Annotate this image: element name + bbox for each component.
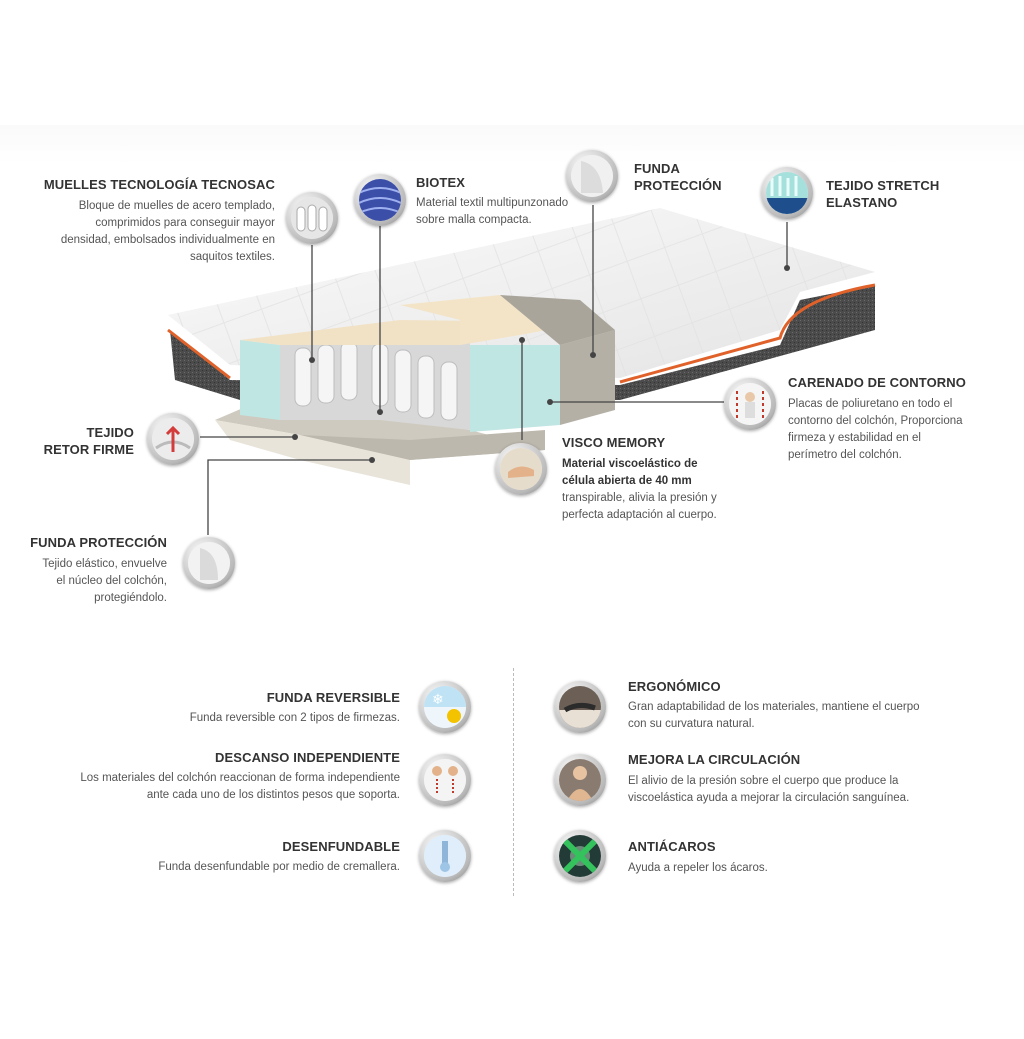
retor-badge-icon	[147, 413, 199, 465]
feature-ergonomico-text: Gran adaptabilidad de los materiales, ma…	[628, 701, 920, 730]
orange-piping	[167, 283, 876, 384]
visco-badge-icon	[495, 443, 547, 495]
snowflake-sun-icon: ❄	[419, 681, 471, 733]
carenado-title: CARENADO DE CONTORNO	[788, 375, 966, 390]
feature-desenfundable-title: DESENFUNDABLE	[282, 839, 400, 854]
feature-ergonomico-title: ERGONÓMICO	[628, 679, 721, 694]
feature-antiacaros-title: ANTIÁCAROS	[628, 839, 716, 854]
svg-text:❄: ❄	[432, 692, 444, 708]
anti-mites-icon	[554, 830, 606, 882]
feature-funda-reversible-title: FUNDA REVERSIBLE	[266, 690, 400, 705]
funda-top-badge-icon	[566, 150, 618, 202]
feature-circulacion-title: MEJORA LA CIRCULACIÓN	[628, 752, 801, 767]
foam-left	[240, 340, 280, 420]
stretch-badge-icon	[761, 167, 813, 219]
independent-rest-icon	[419, 754, 471, 806]
feature-descanso-title: DESCANSO INDEPENDIENTE	[215, 750, 400, 765]
perimeter-block	[560, 330, 615, 425]
circulation-icon	[554, 754, 606, 806]
leader-dots	[292, 265, 790, 463]
muelles-title: MUELLES TECNOLOGÍA TECNOSAC	[43, 177, 275, 192]
leader-lines	[200, 205, 788, 535]
mattress-base-side	[170, 285, 875, 400]
springs-badge-icon	[286, 192, 338, 244]
mattress-diagram	[167, 205, 876, 535]
feature-desenfundable-text: Funda desenfundable por medio de cremall…	[158, 861, 400, 873]
visco-title: VISCO MEMORY	[562, 435, 666, 450]
zipper-icon	[419, 830, 471, 882]
biotex-badge-icon	[354, 174, 406, 226]
feature-descanso-text: Los materiales del colchón reaccionan de…	[80, 772, 400, 801]
carenado-badge-icon	[724, 378, 776, 430]
foam-right	[470, 345, 560, 432]
feature-funda-reversible-text: Funda reversible con 2 tipos de firmezas…	[189, 712, 400, 724]
muelles-description: Bloque de muelles de acero templado,comp…	[60, 200, 275, 263]
ergonomic-icon	[554, 681, 606, 733]
header-fade	[0, 125, 1024, 165]
funda-bottom-badge-icon	[183, 537, 235, 589]
features-divider	[513, 668, 514, 896]
feature-antiacaros-text: Ayuda a repeler los ácaros.	[628, 862, 768, 874]
feature-circulacion-text: El alivio de la presión sobre el cuerpo …	[628, 775, 910, 804]
biotex-title: BIOTEX	[416, 175, 465, 190]
funda-bottom-title: FUNDA PROTECCIÓN	[30, 535, 167, 550]
